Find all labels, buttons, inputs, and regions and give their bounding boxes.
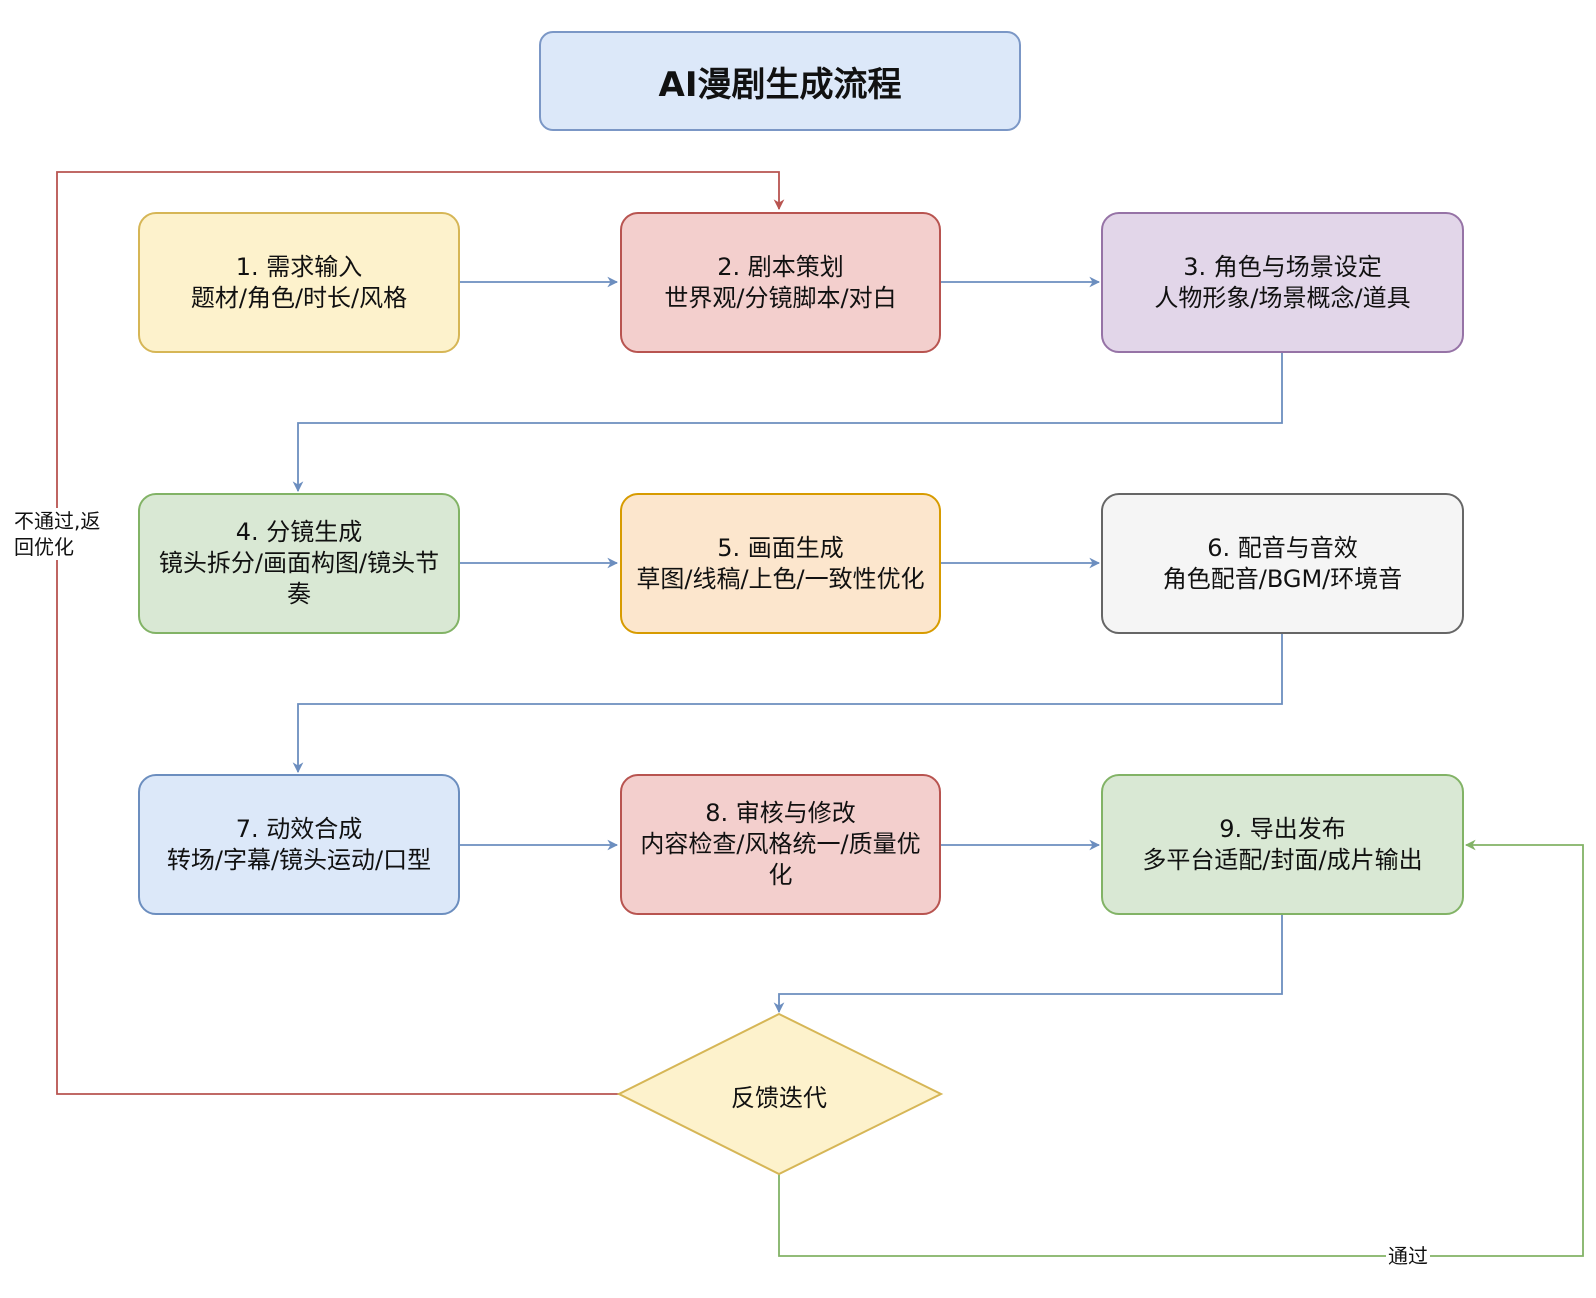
- step-9-heading: 9. 导出发布: [1219, 814, 1346, 843]
- step-1-requirement-input: 1. 需求输入 题材/角色/时长/风格: [138, 212, 460, 353]
- step-4-heading: 4. 分镜生成: [235, 518, 363, 546]
- step-7-heading: 7. 动效合成: [235, 814, 363, 843]
- step-5-heading: 5. 画面生成: [717, 533, 844, 562]
- diagram-title: AI漫剧生成流程: [539, 31, 1021, 131]
- step-6-dubbing-sound: 6. 配音与音效 角色配音/BGM/环境音: [1101, 493, 1464, 634]
- step-2-detail: 世界观/分镜脚本/对白: [664, 283, 897, 312]
- step-9-detail: 多平台适配/封面/成片输出: [1142, 845, 1423, 874]
- step-2-script-planning: 2. 剧本策划 世界观/分镜脚本/对白: [620, 212, 941, 353]
- step-8-heading: 8. 审核与修改: [705, 799, 856, 827]
- step-6-heading: 6. 配音与音效: [1207, 533, 1358, 562]
- fail-edge-label: 不通过,返回优化: [14, 508, 110, 560]
- step-3-detail: 人物形象/场景概念/道具: [1154, 283, 1411, 312]
- pass-edge-label: 通过: [1386, 1243, 1430, 1269]
- arrow-fail-loop: [56, 171, 785, 1095]
- step-8-review-revise: 8. 审核与修改 内容检查/风格统一/质量优化: [620, 774, 941, 915]
- step-4-storyboard-generation: 4. 分镜生成 镜头拆分/画面构图/镜头节奏: [138, 493, 460, 634]
- decision-label: 反馈迭代: [731, 1084, 827, 1112]
- step-3-heading: 3. 角色与场景设定: [1183, 252, 1382, 281]
- step-1-detail: 题材/角色/时长/风格: [190, 283, 408, 312]
- step-6-detail: 角色配音/BGM/环境音: [1162, 564, 1403, 593]
- step-1-heading: 1. 需求输入: [235, 252, 363, 281]
- step-5-image-generation: 5. 画面生成 草图/线稿/上色/一致性优化: [620, 493, 941, 634]
- arrow-3-to-4: [292, 353, 1283, 493]
- step-8-detail: 内容检查/风格统一/质量优化: [640, 830, 921, 889]
- step-7-motion-compositing: 7. 动效合成 转场/字幕/镜头运动/口型: [138, 774, 460, 915]
- decision-diamond: [616, 1012, 944, 1176]
- step-3-character-scene-design: 3. 角色与场景设定 人物形象/场景概念/道具: [1101, 212, 1464, 353]
- arrow-6-to-7: [292, 634, 1283, 774]
- step-9-export-publish: 9. 导出发布 多平台适配/封面/成片输出: [1101, 774, 1464, 915]
- step-4-detail: 镜头拆分/画面构图/镜头节奏: [158, 549, 440, 608]
- step-5-detail: 草图/线稿/上色/一致性优化: [636, 564, 925, 593]
- step-2-heading: 2. 剧本策划: [717, 252, 844, 281]
- step-7-detail: 转场/字幕/镜头运动/口型: [166, 845, 432, 874]
- arrow-pass-loop: [778, 839, 1584, 1257]
- arrow-9-to-decision: [773, 915, 1283, 1014]
